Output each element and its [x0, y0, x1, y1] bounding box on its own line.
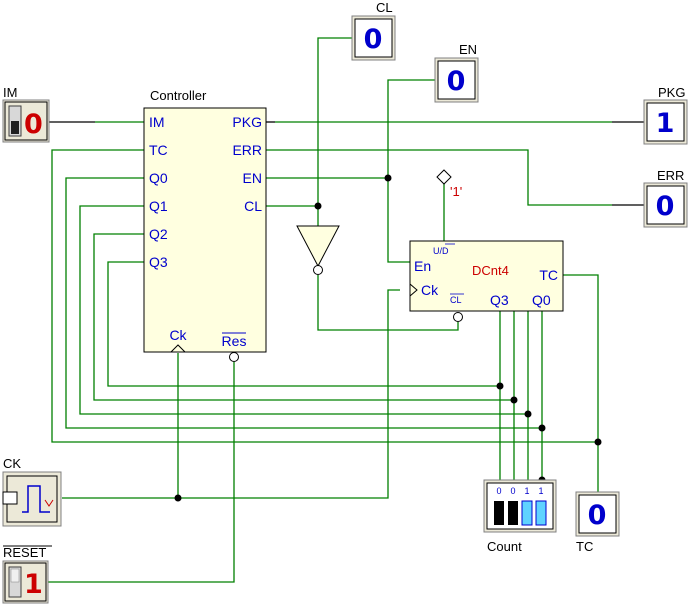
display-cl: CL 0 [351, 0, 396, 61]
im-switch-lever [11, 121, 19, 134]
counter-title: DCnt4 [472, 263, 509, 278]
wires [48, 37, 644, 583]
controller-pin-q2: Q2 [149, 226, 168, 242]
reset-switch-lever [10, 568, 20, 583]
counter-block[interactable]: U/D DCnt4 En Ck TC CL Q3 Q0 [409, 240, 564, 322]
display-pkg-value: 1 [656, 108, 675, 139]
count-bit-1: 1 [524, 486, 529, 496]
display-err-value: 0 [656, 191, 675, 222]
display-err: ERR 0 [643, 168, 688, 228]
clock-button[interactable] [2, 491, 18, 505]
display-pkg-label: PKG [658, 85, 685, 100]
clock-source[interactable]: CK [2, 456, 62, 527]
controller-clock-triangle [170, 344, 186, 353]
reset-switch[interactable]: RESET 1 [2, 545, 52, 604]
display-cl-label: CL [376, 0, 393, 15]
reset-switch-value: 1 [24, 569, 43, 600]
controller-pin-tc: TC [149, 142, 168, 158]
display-err-label: ERR [657, 168, 684, 183]
controller-pin-res: Res [222, 333, 247, 349]
count-bit-0: 1 [538, 486, 543, 496]
counter-pin-ck: Ck [421, 282, 439, 298]
controller-pin-q1: Q1 [149, 198, 168, 214]
display-tc-label: TC [576, 539, 593, 554]
display-pkg: PKG 1 [643, 85, 688, 145]
im-switch[interactable]: IM 0 [2, 85, 50, 143]
display-en-label: EN [459, 42, 477, 57]
controller-block[interactable]: Controller IM TC Q0 Q1 Q2 Q3 PKG ERR EN … [143, 88, 267, 362]
inverter-gate[interactable] [296, 225, 340, 275]
counter-cl-bubble [453, 312, 463, 322]
controller-pin-en: EN [243, 170, 262, 186]
controller-pin-im: IM [149, 114, 165, 130]
controller-pin-q3: Q3 [149, 254, 168, 270]
count-display: 0 0 1 1 Count [483, 479, 557, 554]
counter-pin-cl: CL [450, 295, 462, 305]
controller-res-bubble [229, 352, 239, 362]
inverter-bubble [313, 265, 323, 275]
junction-dots [174, 174, 602, 502]
controller-pin-q0: Q0 [149, 170, 168, 186]
controller-pin-pkg: PKG [232, 114, 262, 130]
constant-one-source[interactable]: '1' [436, 169, 462, 199]
counter-clock-triangle [409, 283, 418, 297]
counter-pin-en: En [414, 258, 431, 274]
count-label: Count [487, 539, 522, 554]
count-bit-2: 0 [510, 486, 515, 496]
counter-pin-q0: Q0 [532, 292, 551, 308]
clock-waveform-icon [22, 485, 50, 513]
controller-pin-ck: Ck [169, 327, 187, 343]
clock-label: CK [3, 456, 21, 471]
constant-label: '1' [450, 184, 462, 199]
controller-pin-err: ERR [232, 142, 262, 158]
display-tc: 0 TC [575, 491, 620, 554]
controller-title: Controller [150, 88, 207, 103]
display-cl-value: 0 [364, 24, 383, 55]
controller-pin-cl: CL [244, 198, 262, 214]
count-segment-1 [521, 500, 533, 526]
display-en: EN 0 [434, 42, 479, 103]
counter-pin-q3: Q3 [490, 292, 509, 308]
counter-pin-ud: U/D [433, 246, 449, 256]
count-bit-3: 0 [496, 486, 501, 496]
count-segment-3 [494, 501, 504, 525]
constant-diamond-icon [436, 169, 452, 185]
count-segment-2 [508, 501, 518, 525]
im-switch-label: IM [3, 85, 17, 100]
reset-switch-label: RESET [3, 545, 46, 560]
counter-pin-tc: TC [539, 267, 558, 283]
clock-arrow-icon [44, 499, 54, 507]
display-en-value: 0 [447, 66, 466, 97]
display-tc-value: 0 [588, 500, 607, 531]
count-segment-0 [535, 500, 547, 526]
im-switch-value: 0 [24, 109, 43, 140]
